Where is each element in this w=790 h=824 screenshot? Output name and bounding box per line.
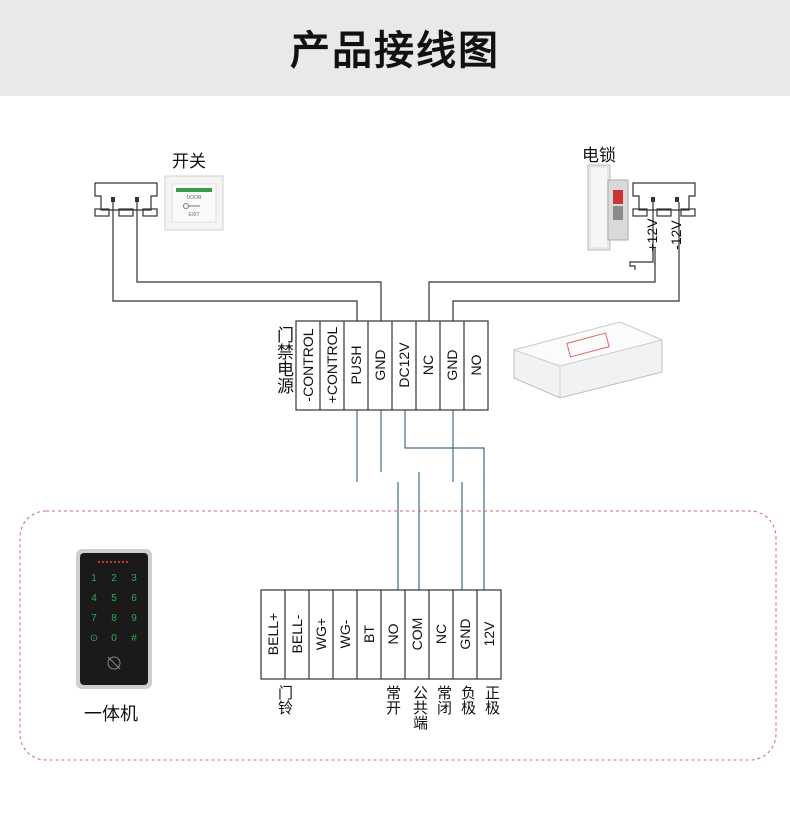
switch-terminal-block — [94, 182, 158, 217]
key-5[interactable]: 5 — [111, 593, 117, 604]
key-4[interactable]: 4 — [91, 593, 97, 604]
key-8[interactable]: 8 — [111, 613, 117, 624]
device-region-border — [19, 510, 777, 761]
lock-terminal-block — [632, 182, 696, 217]
power-supply-icon — [512, 321, 664, 399]
exit-switch-icon: DOOR EXIT — [164, 175, 224, 231]
key-2[interactable]: 2 — [111, 573, 117, 584]
device-terminal-bell-plus: BELL+ — [265, 612, 281, 656]
middle-wires — [356, 410, 485, 590]
device-terminal-bell-minus: BELL- — [289, 614, 305, 654]
power-terminal-minus-control: -CONTROL — [300, 328, 316, 402]
device-terminal-nc: NC — [433, 623, 449, 645]
device-terminal-wg-plus: WG+ — [313, 617, 329, 651]
switch-pin-1 — [111, 197, 115, 202]
key-9[interactable]: 9 — [131, 613, 137, 624]
device-terminal-wg-minus: WG- — [337, 619, 353, 649]
key-1[interactable]: 1 — [91, 573, 97, 584]
note-12v: 正极 — [483, 685, 501, 715]
power-terminal-nc: NC — [420, 354, 436, 376]
switch-exit-text: EXIT — [188, 212, 199, 218]
device-terminal-12v: 12V — [481, 621, 497, 647]
keypad-device — [76, 549, 152, 689]
page-title: 产品接线图 — [290, 28, 500, 74]
key-3[interactable]: 3 — [131, 573, 137, 584]
device-terminal-bt: BT — [361, 625, 377, 643]
note-no: 常开 — [384, 685, 402, 715]
keypad-keys: 1 2 3 4 5 6 7 8 9 ⊙ 0 # — [84, 572, 144, 646]
key-bell[interactable]: ⊙ — [89, 633, 99, 644]
power-terminal-block — [295, 320, 489, 411]
power-label: 门禁电源 — [273, 326, 293, 394]
note-nc: 常闭 — [435, 685, 453, 715]
power-terminal-push: PUSH — [348, 345, 364, 385]
key-hash[interactable]: # — [131, 633, 137, 644]
lock-label: 电锁 — [582, 146, 616, 166]
key-0[interactable]: 0 — [111, 633, 117, 644]
power-terminal-dc12v: DC12V — [396, 342, 412, 388]
key-6[interactable]: 6 — [131, 593, 137, 604]
lock-terminal-plus12v: +12V — [644, 218, 660, 252]
switch-door-text: DOOR — [187, 195, 202, 201]
switch-label: 开关 — [172, 152, 206, 172]
device-terminal-no: NO — [385, 623, 401, 645]
key-7[interactable]: 7 — [91, 613, 97, 624]
power-terminal-plus-control: +CONTROL — [324, 326, 340, 404]
allinone-label: 一体机 — [84, 704, 138, 725]
switch-pin-2 — [135, 197, 139, 202]
header-bar — [0, 0, 790, 96]
power-terminal-gnd-2: GND — [444, 349, 460, 381]
electric-lock-icon — [587, 164, 629, 251]
lock-terminal-minus12v: -12V — [668, 220, 684, 250]
top-wires — [112, 202, 680, 321]
note-gnd: 负极 — [459, 685, 477, 715]
note-com: 公共端 — [411, 685, 429, 730]
lock-pin-2 — [675, 197, 679, 202]
power-terminal-no: NO — [468, 354, 484, 376]
note-bell: 门铃 — [276, 685, 294, 715]
device-terminal-gnd: GND — [457, 618, 473, 650]
device-terminal-com: COM — [409, 617, 425, 651]
power-terminal-gnd-1: GND — [372, 349, 388, 381]
lock-pin-1 — [651, 197, 655, 202]
device-terminal-block — [260, 589, 502, 680]
